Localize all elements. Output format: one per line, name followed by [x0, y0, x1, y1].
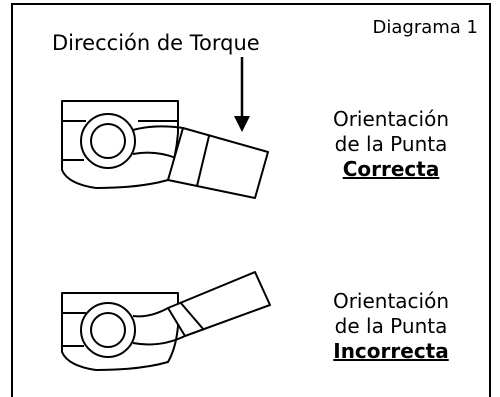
diagram-border [11, 3, 491, 397]
wrench-correct-orientation [61, 100, 269, 199]
incorrect-orientation-caption: Orientación de la Punta Incorrecta [306, 289, 476, 364]
correct-caption-line1: Orientación [332, 107, 450, 131]
diagram-label: Diagrama 1 [372, 17, 479, 38]
incorrect-caption-line1: Orientación [332, 289, 450, 313]
incorrect-caption-line2: de la Punta [334, 314, 448, 338]
wrench-incorrect-orientation [61, 271, 271, 371]
correct-caption-line2: de la Punta [334, 132, 448, 156]
correct-orientation-caption: Orientación de la Punta Correcta [306, 107, 476, 182]
correct-verdict: Correcta [342, 157, 440, 181]
incorrect-verdict: Incorrecta [333, 339, 449, 363]
torque-arrow [234, 57, 250, 132]
torque-direction-label: Dirección de Torque [52, 31, 260, 55]
